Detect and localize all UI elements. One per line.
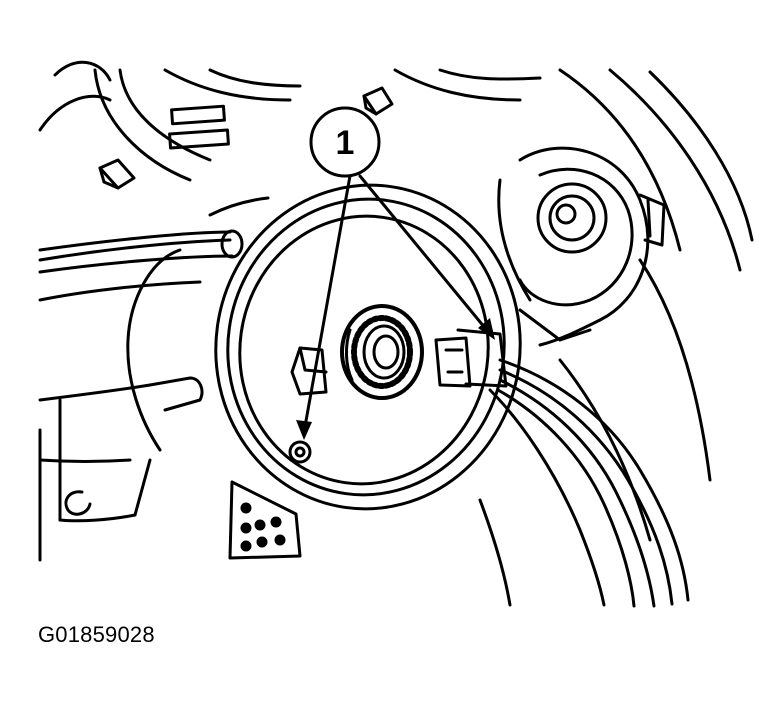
retaining-screw	[288, 440, 312, 464]
pedal-plate	[228, 480, 302, 560]
left-harness-tube	[38, 229, 244, 274]
clockspring	[214, 183, 522, 511]
cluster-knob-left	[98, 158, 136, 190]
column-shroud	[38, 196, 270, 562]
steering-shaft-hub	[340, 304, 424, 400]
cluster-knob-top	[362, 86, 394, 116]
figure-caption-code: G01859028	[38, 622, 155, 647]
clockspring-tab	[290, 346, 328, 396]
arrowhead-screw	[296, 420, 312, 440]
callout-leader-screw	[302, 174, 352, 434]
arrowhead-connector	[478, 318, 495, 340]
lower-column-trim	[478, 258, 712, 607]
callout-label: 1	[336, 124, 355, 162]
cluster-indicator-slots	[168, 104, 230, 150]
connector-wiring-harness	[496, 358, 690, 608]
callout-1	[302, 106, 492, 434]
clockspring-connector	[434, 328, 508, 388]
instrument-cluster	[38, 60, 754, 272]
callout-leader-connector	[358, 174, 492, 336]
ignition-lock-housing	[497, 146, 666, 347]
